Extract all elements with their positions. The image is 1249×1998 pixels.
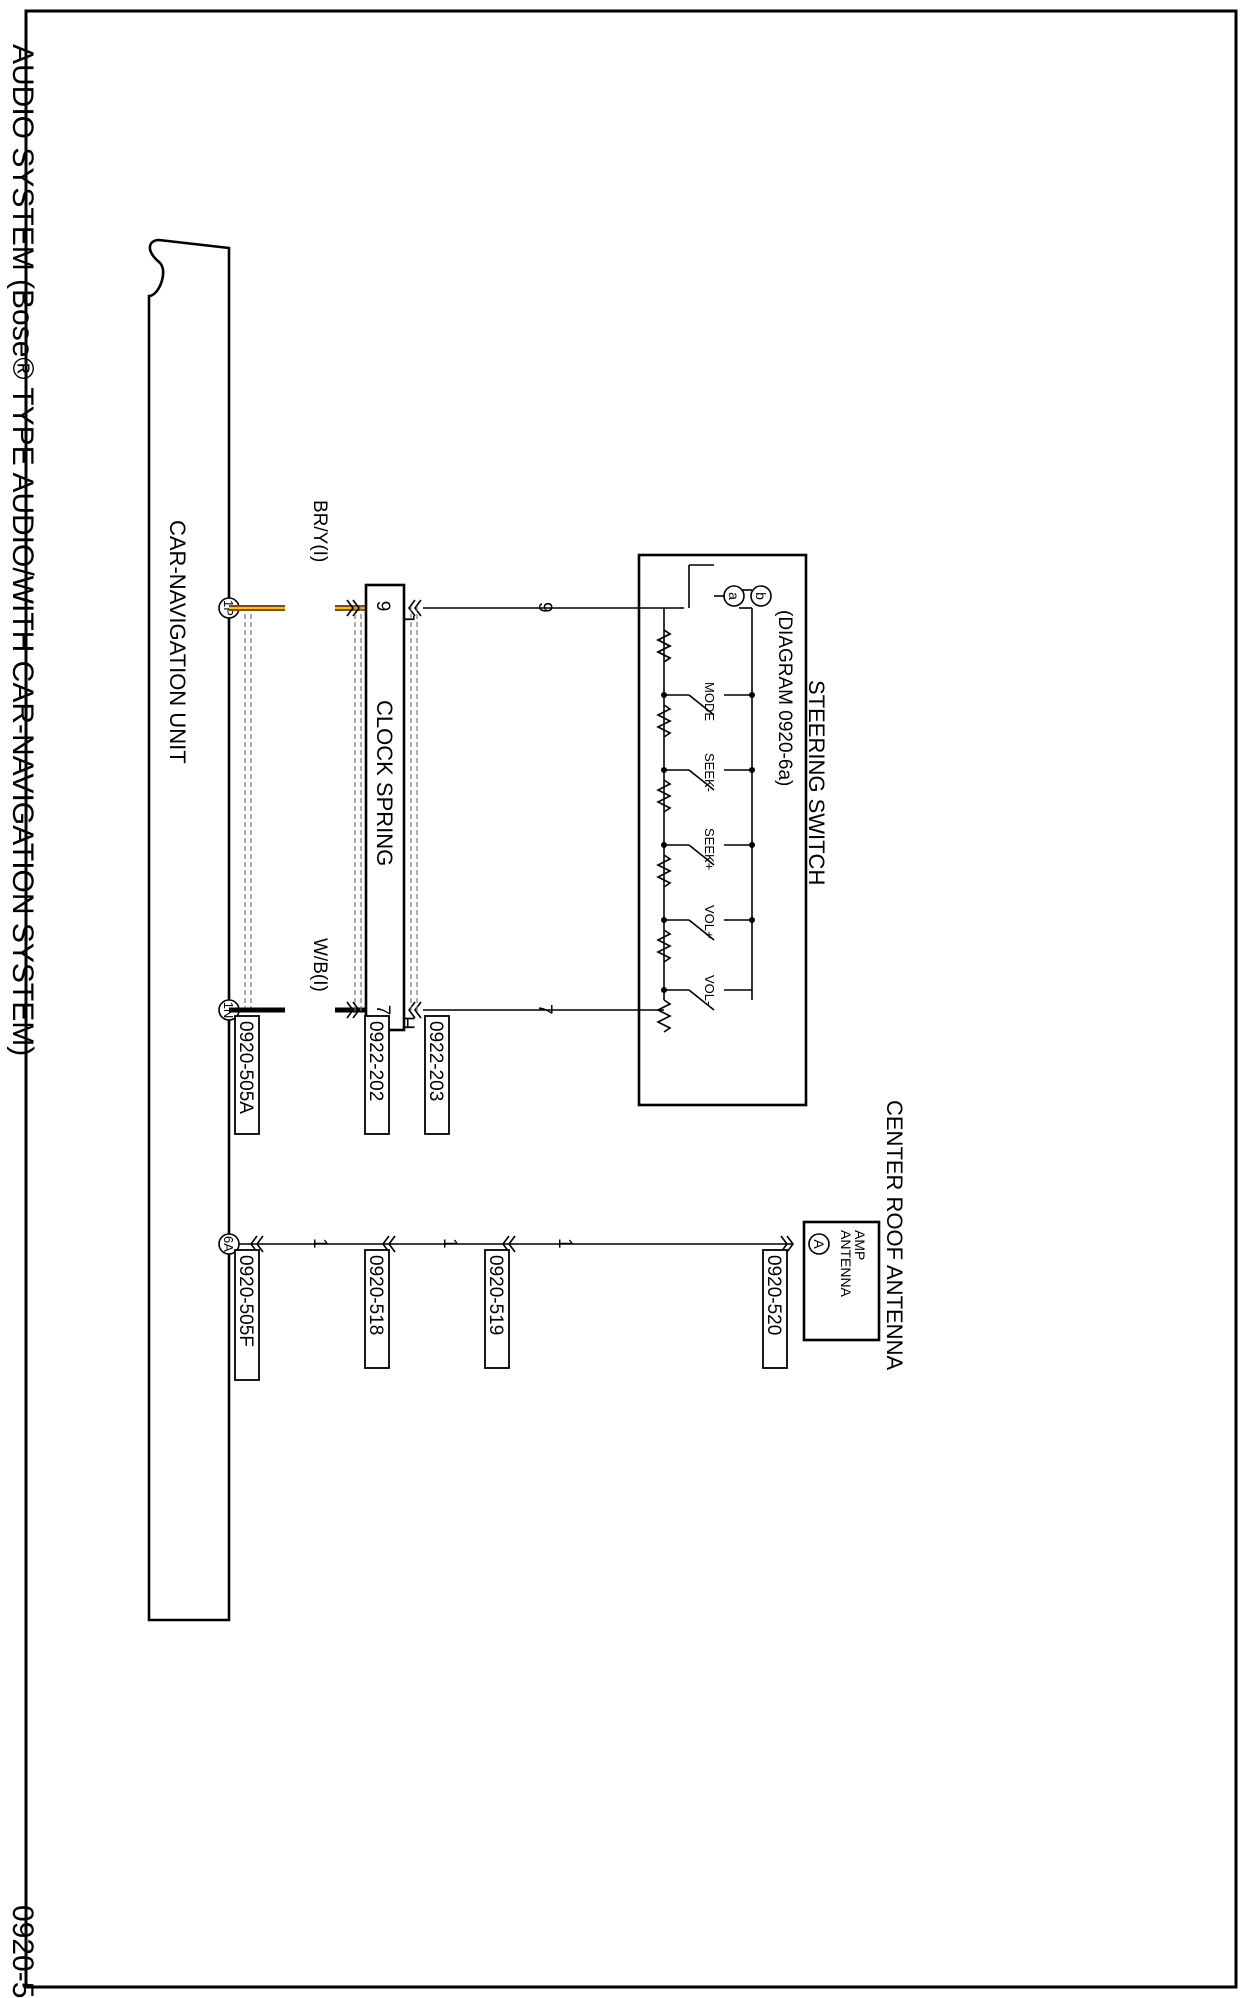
chevron-pin-9-top [346, 599, 360, 617]
car-navigation-unit-label: CAR-NAVIGATION UNIT [165, 520, 190, 764]
connector-0922-202-label: 0922-202 [365, 1021, 386, 1101]
chevron-pin-7-bottom [408, 1001, 422, 1019]
antenna-amp-marker-label: A [811, 1239, 827, 1249]
wire-w-b-label: W/B(I) [309, 938, 330, 992]
switch-mode-label: MODE [702, 682, 717, 721]
page-frame [24, 9, 1238, 1989]
clock-spring-pin-7: 7 [372, 1005, 393, 1016]
pin-1n-label: 1N [221, 1002, 236, 1019]
pin-1p-label: 1P [221, 600, 236, 616]
car-navigation-unit-box [147, 238, 231, 1622]
wire-br-y-label: BR/Y(I) [309, 500, 330, 562]
ref-a-label: a [726, 592, 742, 600]
antenna-pin-1-c: 1 [554, 1238, 575, 1249]
connector-0922-202-tag [364, 1015, 390, 1135]
antenna-pin-1-a: 1 [309, 1238, 330, 1249]
connector-0920-505f-tag [234, 1249, 260, 1381]
splice-j-label: J [396, 612, 417, 622]
connector-0922-203-label: 0922-203 [425, 1021, 446, 1101]
page-code: 0920-5h [6, 1905, 39, 1998]
chevron-pin-7-top [346, 1001, 360, 1019]
ref-b-label: b [753, 592, 769, 600]
connector-0920-520-tag [762, 1249, 788, 1369]
connector-0920-520-label: 0920-520 [763, 1255, 784, 1335]
diagram-ref-label: (DIAGRAM 0920-6a) [774, 610, 795, 786]
switch-vol-plus-label: VOL+ [702, 905, 717, 939]
antenna-pin-1-b: 1 [439, 1238, 460, 1249]
switch-vol-minus-label: VOL- [702, 975, 717, 1005]
antenna-amp-marker [808, 1233, 830, 1255]
connector-0920-505a-tag [234, 1015, 260, 1135]
steering-switch-label: STEERING SWITCH [804, 680, 829, 885]
connector-0920-518-tag [364, 1249, 390, 1369]
center-roof-antenna-label: CENTER ROOF ANTENNA [882, 1100, 907, 1370]
clock-spring-pin-9: 9 [372, 601, 393, 612]
steering-switch-circuit [639, 564, 755, 1033]
wire-7-label: 7 [534, 1004, 555, 1015]
connector-0920-505f-label: 0920-505F [235, 1255, 256, 1347]
antenna-amp-label-1: ANTENNA [838, 1230, 854, 1298]
connector-0920-519-label: 0920-519 [485, 1255, 506, 1335]
steering-switch-box [637, 553, 808, 1107]
antenna-amp-label-2: AMP [852, 1230, 868, 1260]
switch-seek-plus-label: SEEK+ [702, 828, 717, 870]
clock-spring-label: CLOCK SPRING [372, 700, 397, 866]
pin-6a-label: 6A [221, 1236, 236, 1252]
connector-0920-518-label: 0920-518 [365, 1255, 386, 1335]
connector-0920-505a-label: 0920-505A [235, 1021, 256, 1114]
page-title: AUDIO SYSTEM (Bose® TYPE AUDIO/WITH CAR-… [6, 44, 39, 1056]
chevron-pin-9-bottom [408, 599, 422, 617]
ref-b-marker [750, 585, 772, 607]
wire-9-label: 9 [534, 602, 555, 613]
switch-seek-minus-label: SEEK- [702, 753, 717, 792]
ref-a-marker [723, 585, 745, 607]
connector-0922-203-tag [424, 1015, 450, 1135]
connector-0920-519-tag [484, 1249, 510, 1369]
